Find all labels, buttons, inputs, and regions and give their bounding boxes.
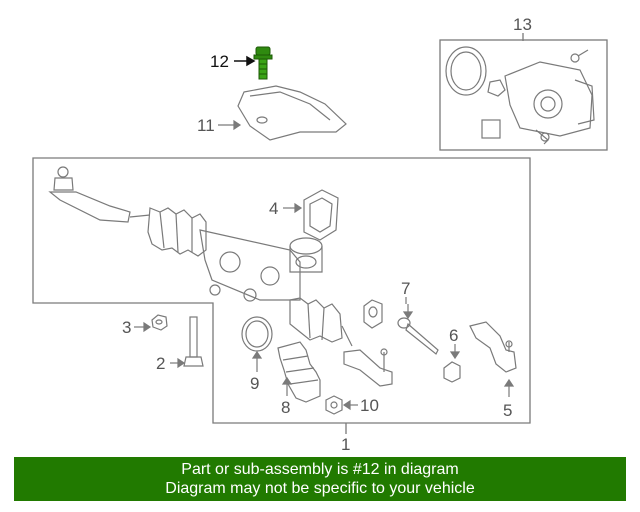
callout-10[interactable]: 10 [360, 396, 379, 415]
info-banner: Part or sub-assembly is #12 in diagram D… [14, 457, 626, 501]
part-12-bolt [253, 46, 273, 80]
part-7-inner-tie-rod [397, 304, 439, 355]
callout-2[interactable]: 2 [156, 354, 166, 373]
callout-6[interactable]: 6 [449, 326, 459, 345]
part-4-grommet [283, 189, 339, 241]
callout-9[interactable]: 9 [250, 374, 260, 393]
parts-diagram [32, 33, 608, 434]
part-10-bushing [325, 395, 358, 415]
part-1-rack [48, 166, 393, 387]
part-5-tie-rod-end [469, 321, 517, 397]
banner-line-disclaimer: Diagram may not be specific to your vehi… [165, 480, 475, 497]
part-13-motor [445, 46, 595, 145]
callout-13[interactable]: 13 [513, 15, 532, 34]
callout-12[interactable]: 12 [210, 52, 229, 71]
part-8-boot [277, 341, 321, 403]
assembly-outline [32, 157, 531, 424]
callout-3[interactable]: 3 [122, 318, 132, 337]
part-2-bolt [170, 316, 204, 369]
callout-4[interactable]: 4 [269, 199, 279, 218]
part-11-shield [218, 85, 347, 141]
callout-5[interactable]: 5 [503, 401, 513, 420]
callout-1[interactable]: 1 [341, 435, 351, 454]
part-9-clamp [241, 316, 273, 372]
banner-line-part: Part or sub-assembly is #12 in diagram [181, 461, 459, 478]
mount-bushing [363, 299, 383, 329]
callout-7[interactable]: 7 [401, 279, 411, 298]
callout-11[interactable]: 11 [197, 116, 215, 135]
callout-8[interactable]: 8 [281, 398, 291, 417]
part-6-cap [443, 344, 461, 383]
part-3-nut [134, 314, 168, 333]
